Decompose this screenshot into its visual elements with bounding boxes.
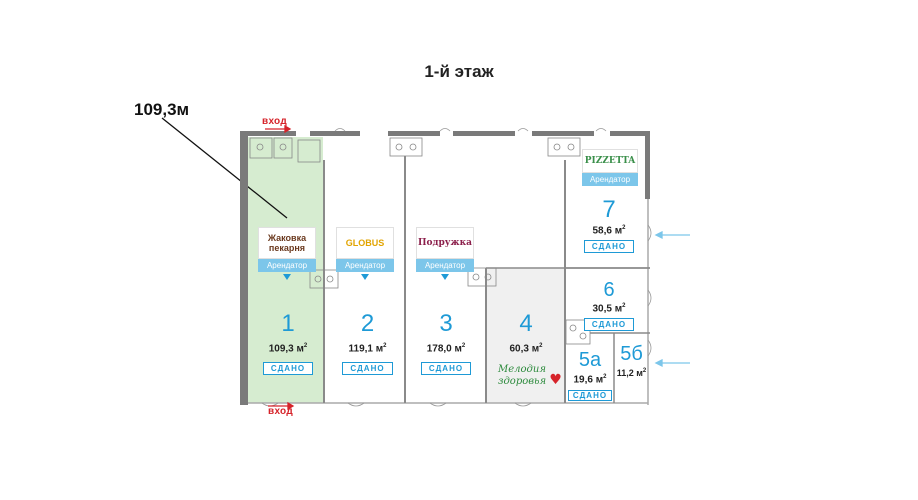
tenant-pointer-icon [441,274,449,280]
unit-6-label[interactable]: 6 30,5 м2 СДАНО [570,280,648,332]
unit-4-label[interactable]: 4 60,3 м2 [487,310,565,355]
tenant-tag: Арендатор [582,173,638,186]
restroom-block-5 [467,267,497,287]
restroom-block-1 [249,137,321,163]
tenant-tag: Арендатор [258,259,316,272]
top-wall-5 [532,131,594,136]
unit-4-fill[interactable] [487,268,565,403]
unit-number: 7 [602,196,616,223]
unit-number: 5а [578,349,602,371]
side-arrow-lower [654,358,690,368]
unit-area: 19,6 м2 [573,374,607,386]
tenant-tag: Арендатор [336,259,394,272]
unit-area: 11,2 м2 [616,368,647,378]
tenant-logo: Жаковка пекарня [258,227,316,259]
unit-1-label[interactable]: 1 109,3 м2 СДАНО [250,312,326,376]
unit-area: 178,0 м2 [426,343,466,355]
status-badge: СДАНО [583,318,635,332]
side-arrow-upper [654,230,690,240]
unit-area: 30,5 м2 [592,303,626,315]
unit-number: 6 [603,279,615,301]
unit-area: 119,1 м2 [348,343,387,355]
door-marks-bottom [261,128,607,407]
unit-5a-label[interactable]: 5а 19,6 м2 СДАНО [566,350,614,403]
tenant-pointer-icon [361,274,369,280]
top-wall-1 [240,131,296,136]
status-badge: СДАНО [342,362,393,376]
restroom-block-4 [309,269,339,289]
top-wall-3 [388,131,440,136]
entrance-label-bottom: вход [268,406,293,417]
top-wall-2 [310,131,360,136]
unit-area: 58,6 м2 [592,225,626,237]
tenant-pointer-icon [283,274,291,280]
tenant-badge-unit-2[interactable]: GLOBUS Арендатор [336,227,394,280]
unit-2-label[interactable]: 2 119,1 м2 СДАНО [330,312,405,376]
entrance-label-top: вход [262,116,287,127]
tenant-logo: Подружка [416,227,474,259]
unit-number: 4 [519,310,533,337]
unit-3-label[interactable]: 3 178,0 м2 СДАНО [408,312,484,376]
top-wall-6 [610,131,650,136]
unit-number: 5б [620,343,643,365]
unit-number: 2 [360,310,375,337]
tenant-badge-unit-7[interactable]: PIZZETTA Арендатор [582,149,638,186]
tenant-logo: PIZZETTA [582,149,638,173]
heart-icon: ♥ [549,372,562,388]
tenant-logo: GLOBUS [336,227,394,259]
restroom-block-3 [547,137,581,157]
left-wall [240,132,248,405]
unit-area: 60,3 м2 [509,343,543,355]
unit-area: 109,3 м2 [268,343,308,355]
status-badge: СДАНО [567,390,613,402]
entrance-arrow-bottom [268,401,295,411]
unit-number: 3 [439,310,453,337]
tenant-badge-unit-3[interactable]: Подружка Арендатор [416,227,474,280]
tenant-tag: Арендатор [416,259,474,272]
right-wall-top [645,131,650,199]
status-badge: СДАНО [420,362,472,376]
top-wall-4 [453,131,515,136]
door-marks-right [647,224,652,357]
restroom-block-2 [389,137,423,157]
tenant-badge-unit-1[interactable]: Жаковка пекарня Арендатор [258,227,316,280]
unit-number: 1 [281,310,295,337]
entrance-arrow-top [265,124,292,134]
callout-line [161,117,288,219]
status-badge: СДАНО [583,240,635,254]
status-badge: СДАНО [262,362,314,376]
floor-title: 1-й этаж [424,62,494,81]
restroom-block-6 [565,319,591,345]
unit-5b-label[interactable]: 5б 11,2 м2 [615,344,648,378]
unit-7-label[interactable]: 7 58,6 м2 СДАНО [570,198,648,254]
area-callout: 109,3м [134,100,190,119]
